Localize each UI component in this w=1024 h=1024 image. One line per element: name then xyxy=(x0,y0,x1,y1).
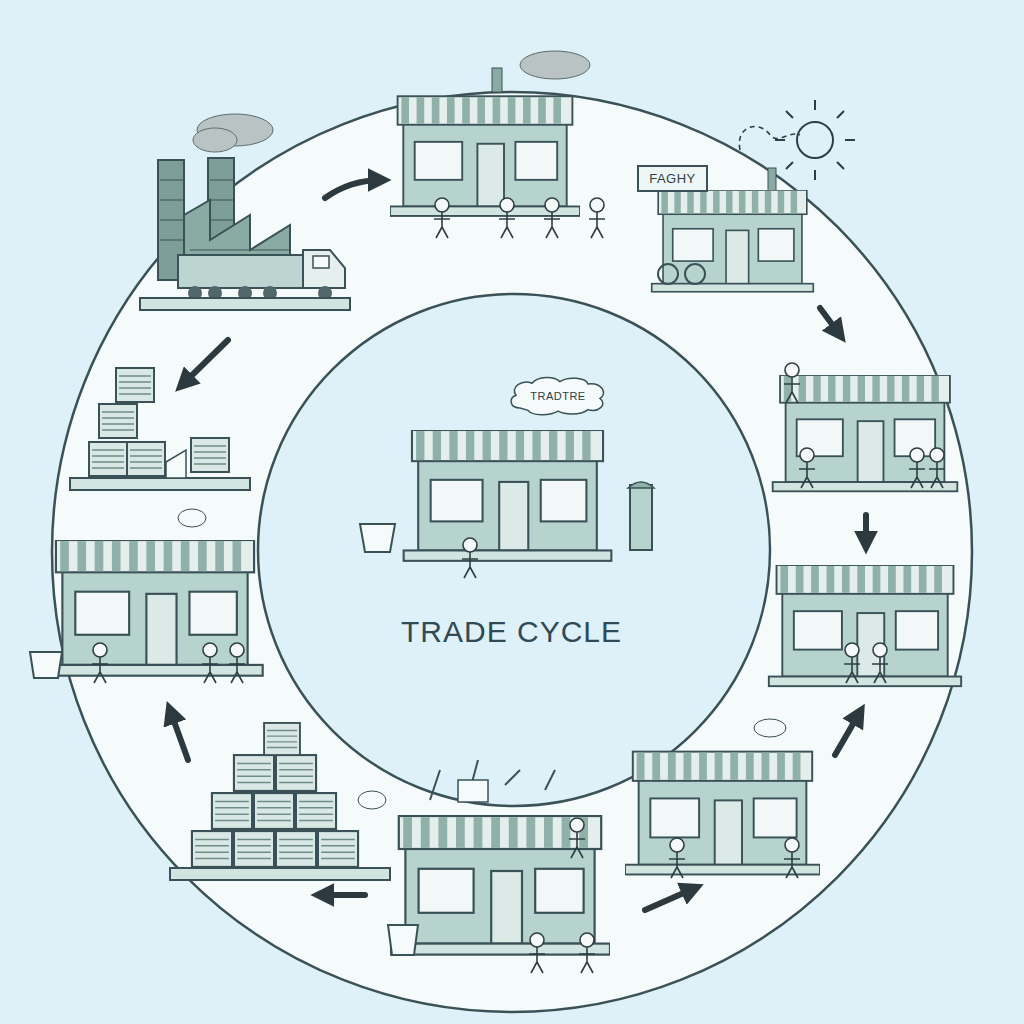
thought-bubble: TRADTRE xyxy=(508,376,608,416)
diagram-title: TRADE CYCLE xyxy=(401,615,622,649)
shop-sign: FAGHY xyxy=(637,165,708,192)
node-text: TRADTRE xyxy=(530,390,585,402)
node-text: FAGHY xyxy=(649,171,696,186)
